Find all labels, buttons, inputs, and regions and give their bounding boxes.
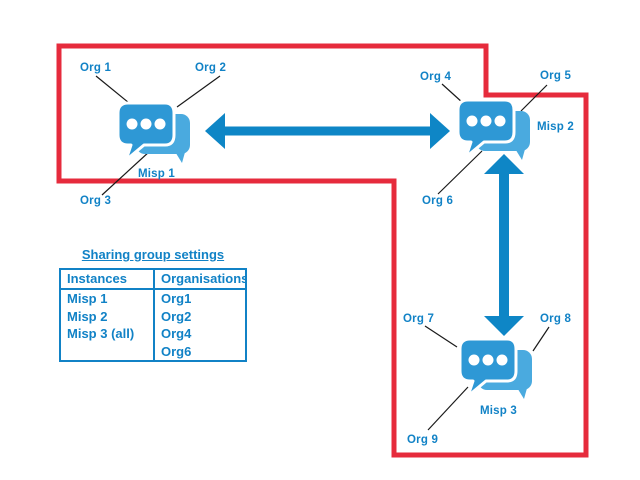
misp2-chat-bubbles-icon	[456, 98, 532, 162]
table-cell-instance: Misp 2	[60, 307, 155, 325]
connector-org5-misp2	[520, 84, 548, 112]
col-header-instances: Instances	[60, 269, 155, 290]
connector-org8-misp3	[532, 326, 550, 352]
table-row: Misp 3 (all) Org4	[60, 325, 246, 343]
connector-org7-misp3	[424, 325, 458, 348]
label-org-4: Org 4	[420, 71, 452, 83]
misp2-misp3-sync-arrow	[484, 154, 524, 336]
table-cell-org: Org6	[161, 343, 192, 359]
table-cell-org: Org1	[161, 291, 192, 306]
table-row: Misp 1 Org1	[60, 289, 246, 308]
label-org-7: Org 7	[403, 313, 435, 325]
misp3-chat-bubbles-icon	[458, 337, 534, 401]
table-cell-org: Org2	[161, 308, 192, 324]
label-org-9: Org 9	[407, 434, 439, 446]
sharing-group-boundary	[56, 43, 589, 458]
table-row: Misp 2 Org2	[60, 307, 246, 325]
label-misp-1: Misp 1	[138, 168, 175, 180]
sharing-group-table: Instances Organisations Misp 1 Org1 Misp…	[59, 268, 247, 362]
label-misp-3: Misp 3	[480, 405, 517, 417]
connector-org3-misp1	[101, 150, 151, 196]
label-org-8: Org 8	[540, 313, 572, 325]
connector-org2-misp1	[176, 75, 221, 108]
misp1-misp2-sync-arrow	[205, 113, 450, 149]
label-org-3: Org 3	[80, 195, 112, 207]
table-header-row: Instances Organisations	[60, 269, 246, 290]
label-org-1: Org 1	[80, 62, 112, 74]
sharing-group-title: Sharing group settings	[81, 247, 225, 262]
sharing-group-settings: Sharing group settings Instances Organis…	[59, 247, 247, 362]
table-row: Org6	[60, 342, 246, 361]
table-cell-org: Org4	[161, 326, 192, 341]
label-misp-2: Misp 2	[537, 121, 574, 133]
col-header-organisations: Organisations	[154, 269, 246, 290]
misp1-chat-bubbles-icon	[116, 101, 192, 165]
table-cell-instance: Misp 3 (all)	[60, 325, 155, 343]
label-org-5: Org 5	[540, 70, 572, 82]
connector-org4-misp2	[441, 83, 464, 104]
label-org-6: Org 6	[422, 195, 454, 207]
connector-lines	[95, 75, 550, 431]
connector-org9-misp3	[427, 386, 469, 431]
table-cell-instance	[60, 342, 155, 361]
label-org-2: Org 2	[195, 62, 227, 74]
sync-arrows	[205, 113, 524, 336]
connector-org6-misp2	[437, 150, 483, 195]
table-cell-instance: Misp 1	[60, 289, 155, 308]
